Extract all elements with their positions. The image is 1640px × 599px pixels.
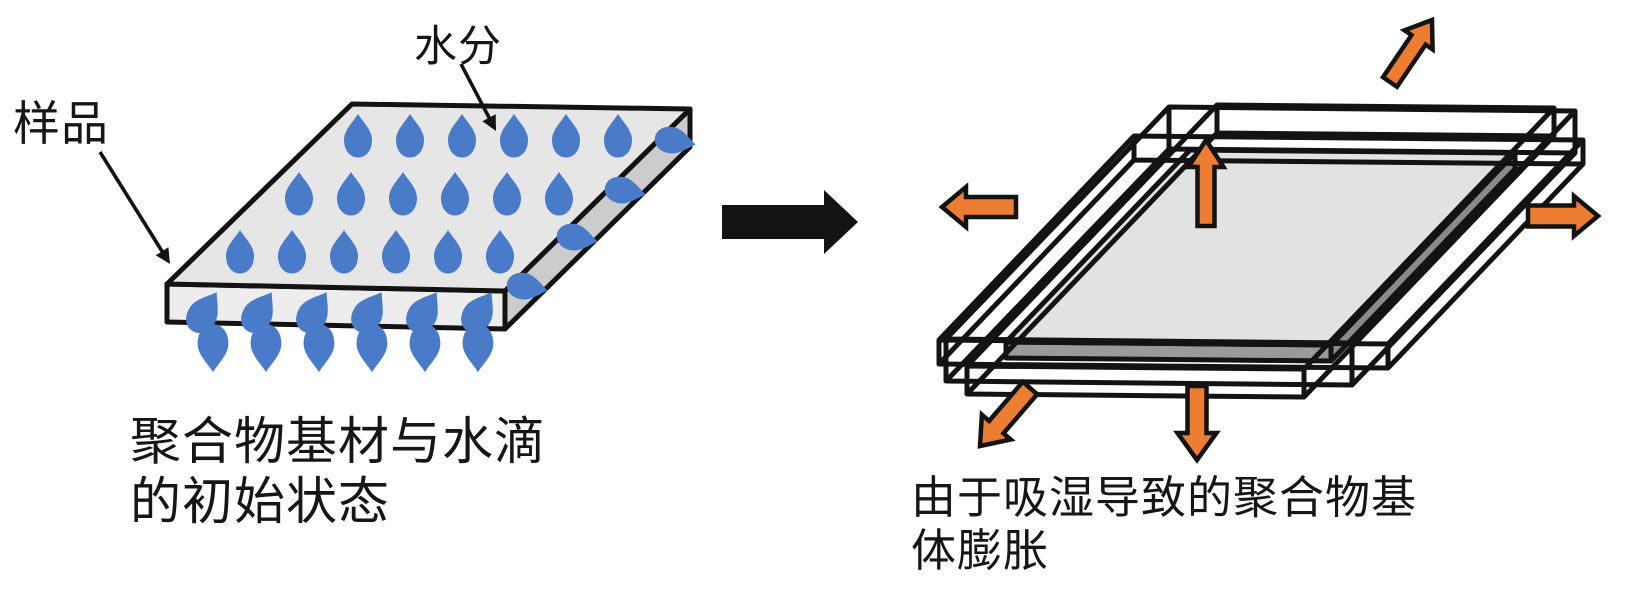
expansion-arrow-up-right-icon: [1379, 16, 1435, 90]
water-droplet-icon: [462, 324, 494, 373]
right-caption-line2: 体膨胀: [911, 524, 1050, 576]
expansion-arrow-left-icon: [938, 182, 1019, 232]
expansion-arrow-up-icon: [1184, 135, 1228, 229]
water-droplet-icon: [250, 324, 282, 373]
water-droplet-icon: [303, 324, 335, 373]
sample-pointer-arrow: [98, 151, 170, 264]
swollen-wireframe-depth: [964, 102, 1557, 400]
left-caption: 聚合物基材与水滴 的初始状态: [130, 412, 546, 531]
expansion-arrow-down-left-icon: [977, 378, 1041, 449]
expansion-arrow-down-icon: [1173, 383, 1221, 464]
water-droplet-icon: [356, 324, 388, 373]
right-caption-line1: 由于吸湿导致的聚合物基: [911, 472, 1418, 523]
sample-label: 样品: [13, 97, 109, 150]
expansion-arrow-right-icon: [1525, 191, 1602, 241]
process-arrow-icon: [722, 190, 858, 254]
left-caption-line1: 聚合物基材与水滴: [130, 413, 547, 470]
moisture-label: 水分: [414, 23, 502, 71]
moisture-pointer-arrow: [459, 63, 496, 132]
right-caption: 由于吸湿导致的聚合物基 体膨胀: [911, 472, 1417, 577]
arrows-group: [98, 16, 1602, 464]
water-droplet-icon: [409, 324, 441, 373]
swollen-state-group: [936, 102, 1586, 400]
water-droplet-icon: [197, 324, 229, 373]
left-caption-line2: 的初始状态: [130, 472, 391, 530]
initial-state-group: [164, 101, 698, 373]
swollen-wireframe-length: [936, 133, 1586, 371]
